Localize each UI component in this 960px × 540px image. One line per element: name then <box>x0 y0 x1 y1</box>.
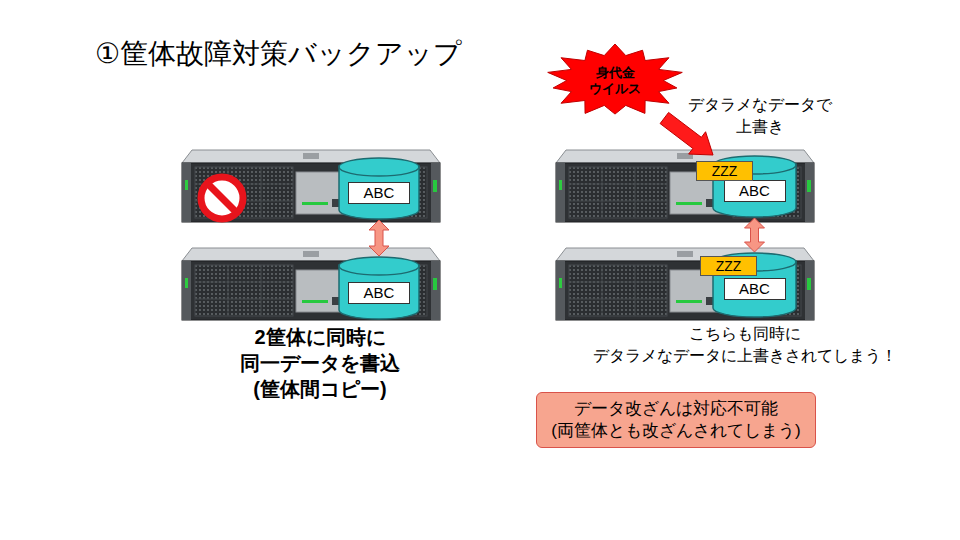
starburst <box>548 44 683 114</box>
annotation-text: デタラメなデータで 上書き <box>680 94 840 138</box>
storage-cylinder: ABCZZZ <box>712 155 797 218</box>
prohibition-symbol <box>201 177 243 219</box>
tag-text: ZZZ <box>716 258 742 274</box>
server-chassis <box>182 248 440 320</box>
storage-cylinder: ABC <box>338 157 420 220</box>
burst-text: 身代金 ウイルス <box>584 65 646 97</box>
server-chassis <box>556 248 814 320</box>
note-text: データ改ざんは対応不可能 (両筐体とも改ざんされてしまう) <box>545 398 807 442</box>
copy-double-arrow <box>745 218 765 252</box>
attack-arrow <box>660 112 713 155</box>
storage-cylinder: ABC ZZZ <box>712 252 797 318</box>
server-chassis <box>182 150 440 222</box>
slide-title: ①筐体故障対策バックアップ <box>95 36 462 72</box>
overwrite-tag: ZZZ <box>696 161 753 181</box>
tag-text: ZZZ <box>712 163 738 179</box>
data-label: ABC <box>348 182 410 204</box>
data-label: ABC <box>724 180 786 202</box>
cylinder-top <box>339 257 419 275</box>
annotation-text: こちらも同時に デタラメなデータに上書きされてしまう！ <box>580 323 910 367</box>
copy-double-arrow <box>369 220 389 256</box>
annotation-text: 2筐体に同時に 同一データを書込 (筐体間コピー) <box>220 324 420 402</box>
cylinder-top <box>339 158 419 176</box>
overwrite-tag: ZZZ <box>700 256 757 276</box>
ransomware-burst: 身代金 ウイルス <box>545 43 685 118</box>
storage-cylinder: ABC <box>338 256 420 320</box>
data-label: ABC <box>724 278 786 300</box>
server-chassis <box>556 150 814 222</box>
data-label: ABC <box>348 282 410 304</box>
warning-note: データ改ざんは対応不可能 (両筐体とも改ざんされてしまう) <box>536 392 816 448</box>
